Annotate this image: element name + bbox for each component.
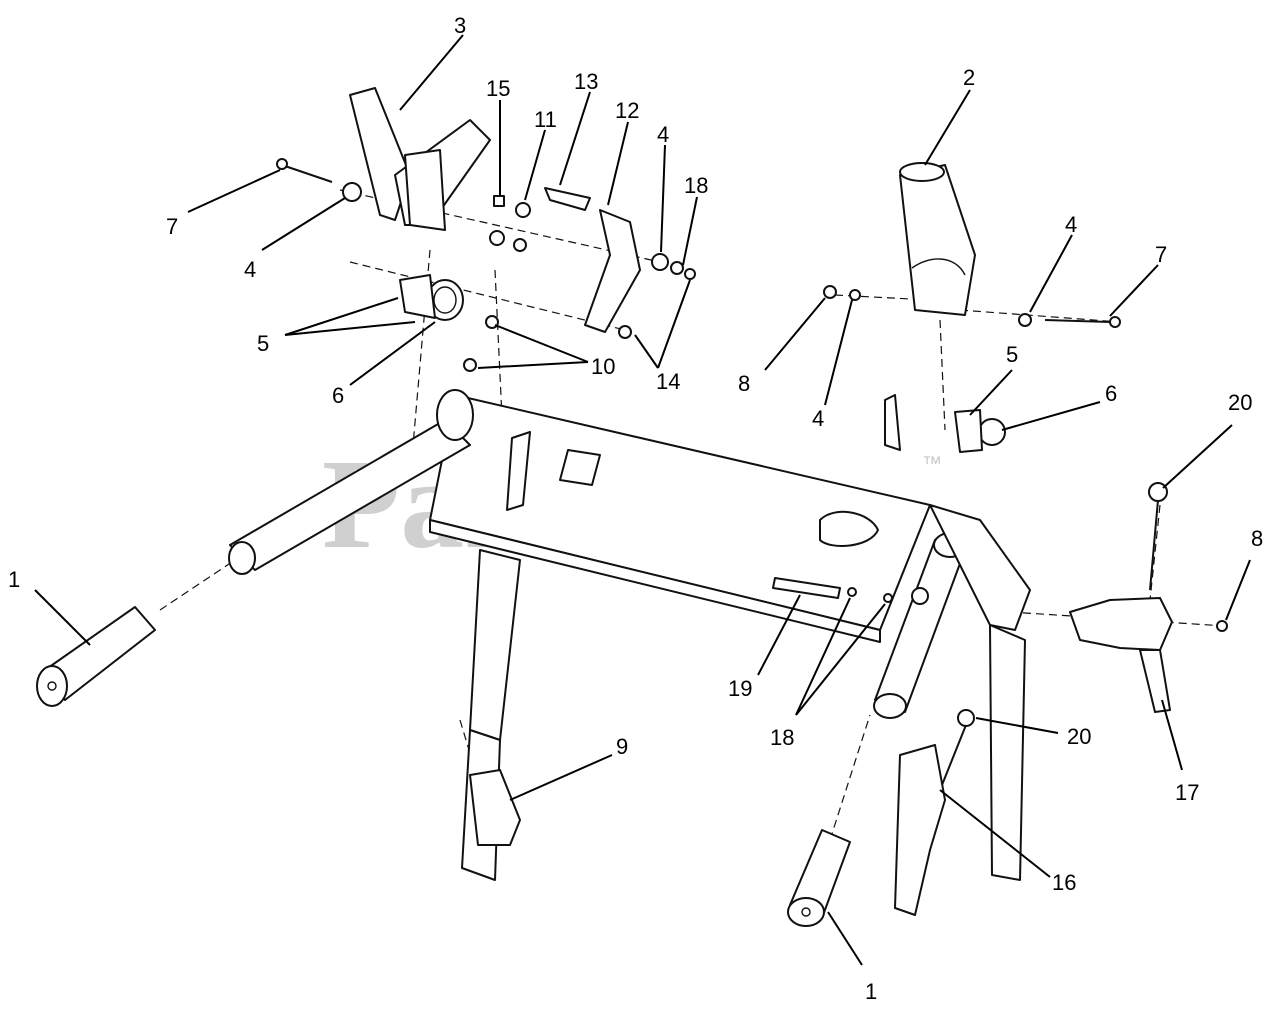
callout-5: 5	[257, 331, 269, 356]
callout-5: 5	[1006, 342, 1018, 367]
callout-2: 2	[963, 65, 975, 90]
main-frame	[429, 394, 931, 881]
callout-13: 13	[574, 69, 598, 94]
right-handle	[884, 162, 976, 451]
callout-19: 19	[728, 676, 752, 701]
callout-7: 7	[1155, 242, 1167, 267]
left-handle	[349, 87, 491, 231]
watermark-trademark: ™	[922, 453, 942, 475]
callout-7: 7	[166, 214, 178, 239]
callout-20: 20	[1067, 724, 1091, 749]
callout-labels: 3 15 13 11 12 4 18 7 4 5 6 10 14 2 4 7 8…	[8, 13, 1263, 1004]
left-clamp	[399, 274, 464, 321]
callout-16: 16	[1052, 870, 1076, 895]
callout-1: 1	[8, 567, 20, 592]
hardware	[276, 158, 1228, 727]
callout-9: 9	[616, 734, 628, 759]
callout-10: 10	[591, 354, 615, 379]
right-tube	[873, 504, 1031, 881]
callout-3: 3	[454, 13, 466, 38]
callout-1: 1	[865, 979, 877, 1004]
callout-11: 11	[534, 107, 557, 132]
control-lever-17	[1069, 499, 1173, 713]
callout-20: 20	[1228, 390, 1252, 415]
callout-12: 12	[615, 98, 639, 123]
callout-15: 15	[486, 76, 510, 101]
callout-18: 18	[684, 173, 708, 198]
bracket-19	[772, 577, 893, 603]
callout-6: 6	[332, 383, 344, 408]
callout-8: 8	[738, 371, 750, 396]
bracket-12	[544, 187, 641, 333]
callout-18: 18	[770, 725, 794, 750]
callout-4: 4	[244, 257, 256, 282]
callout-8: 8	[1251, 526, 1263, 551]
callout-17: 17	[1175, 780, 1199, 805]
left-tube	[228, 389, 474, 575]
callout-4: 4	[812, 406, 824, 431]
leader-lines	[34, 34, 1251, 966]
right-clamp	[954, 409, 1006, 453]
callout-6: 6	[1105, 381, 1117, 406]
right-grip	[787, 829, 851, 927]
callout-14: 14	[656, 369, 680, 394]
control-lever-16	[894, 724, 967, 916]
bracket-9	[469, 769, 521, 846]
callout-4: 4	[1065, 212, 1077, 237]
left-grip	[36, 606, 156, 707]
callout-4: 4	[657, 122, 669, 147]
